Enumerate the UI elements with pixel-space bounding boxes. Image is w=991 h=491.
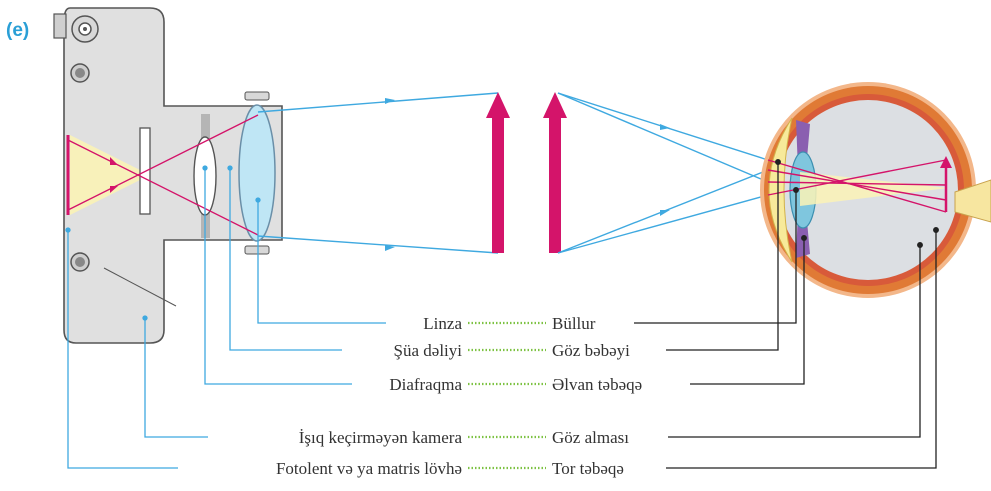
eye-label-iris: Əlvan təbəqə xyxy=(552,375,642,394)
image-arrow xyxy=(543,92,567,253)
camera-illustration xyxy=(53,7,283,344)
camera-rays xyxy=(67,92,499,254)
eye-label-eyeball: Göz alması xyxy=(552,428,629,447)
eye-label-pupil: Göz bəbəyi xyxy=(552,341,630,360)
eye-label-crystalline-lens: Büllur xyxy=(552,314,596,333)
optic-nerve xyxy=(954,179,991,223)
camera-label-lens: Linza xyxy=(423,314,462,333)
camera-lens xyxy=(238,104,276,242)
eye-part-labels: Büllur Göz bəbəyi Əlvan təbəqə Göz almas… xyxy=(552,314,642,478)
object-arrow xyxy=(486,92,510,253)
camera-label-film: Fotolent və ya matris lövhə xyxy=(276,459,462,478)
eye-rays xyxy=(557,92,769,254)
camera-label-chamber: İşıq keçirməyən kamera xyxy=(299,428,463,447)
panel-tag: (e) xyxy=(6,20,30,41)
camera-label-aperture: Şüa dəliyi xyxy=(394,341,463,360)
object-arrows xyxy=(486,92,567,253)
eye-illustration xyxy=(760,82,991,298)
eye-leader-lines xyxy=(634,159,939,469)
cornea xyxy=(768,117,793,263)
analogy-connectors xyxy=(468,321,546,470)
eye-label-retina: Tor təbəqə xyxy=(552,459,624,478)
camera-leader-lines xyxy=(65,165,386,469)
camera-label-diaphragm: Diafraqma xyxy=(389,375,462,394)
camera-part-labels: Linza Şüa dəliyi Diafraqma İşıq keçirməy… xyxy=(276,314,462,478)
shutter-knob xyxy=(53,13,67,39)
